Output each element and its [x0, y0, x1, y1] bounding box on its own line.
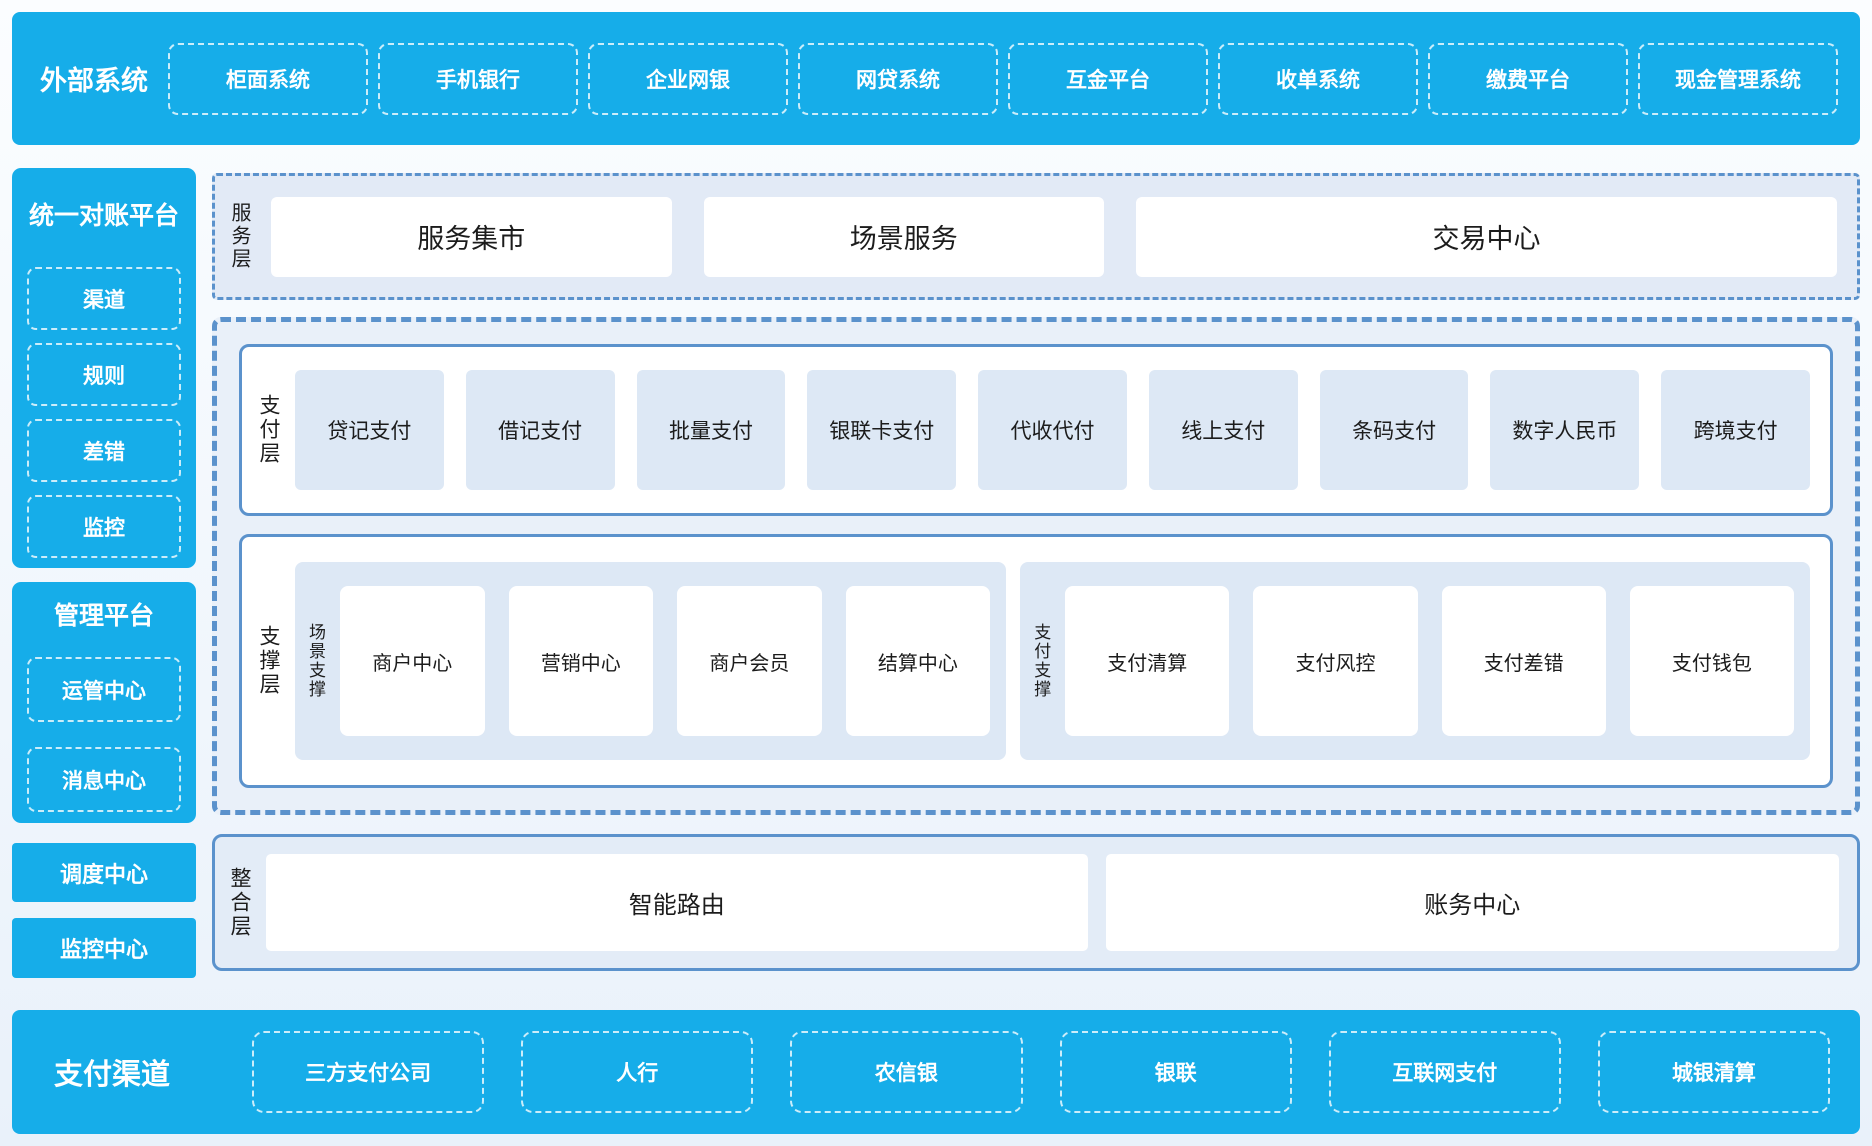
- scene-support-item: 商户中心: [340, 586, 485, 736]
- external-system-item: 企业网银: [588, 43, 788, 115]
- payment-support-item: 支付风控: [1253, 586, 1417, 736]
- external-system-item: 手机银行: [378, 43, 578, 115]
- mgmt-platform-title: 管理平台: [12, 598, 196, 634]
- left-sidebar: 统一对账平台 渠道 规则 差错 监控 管理平台 运管中心 消息中心 调度中心 监…: [12, 145, 196, 978]
- recon-item: 渠道: [27, 267, 181, 330]
- payment-support-item: 支付差错: [1442, 586, 1606, 736]
- payment-channel-item: 农信银: [790, 1031, 1022, 1113]
- payment-item: 跨境支付: [1661, 370, 1810, 490]
- payment-item: 数字人民币: [1490, 370, 1639, 490]
- recon-platform-block: 统一对账平台 渠道 规则 差错 监控: [12, 168, 196, 568]
- scene-support-item: 商户会员: [677, 586, 822, 736]
- payment-item: 借记支付: [466, 370, 615, 490]
- external-systems-title: 外部系统: [40, 59, 168, 98]
- payment-support-item: 支付清算: [1065, 586, 1229, 736]
- payment-support-panel: 支付支撑 支付清算 支付风控 支付差错 支付钱包: [1020, 562, 1810, 760]
- scene-support-panel: 场景支撑 商户中心 营销中心 商户会员 结算中心: [295, 562, 1006, 760]
- service-layer-box: 服务层 服务集市 场景服务 交易中心: [212, 173, 1860, 300]
- recon-item: 差错: [27, 419, 181, 482]
- payment-item: 贷记支付: [295, 370, 444, 490]
- external-system-item: 缴费平台: [1428, 43, 1628, 115]
- scene-support-label: 场景支撑: [307, 623, 324, 699]
- external-system-item: 收单系统: [1218, 43, 1418, 115]
- support-layer-label: 支撑层: [258, 625, 279, 697]
- main-layers: 服务层 服务集市 场景服务 交易中心 支付层 贷记支付 借记支付 批量支付 银联…: [212, 145, 1860, 978]
- payment-layer-label: 支付层: [258, 394, 279, 466]
- payment-item: 代收代付: [978, 370, 1127, 490]
- payment-layer-box: 支付层 贷记支付 借记支付 批量支付 银联卡支付 代收代付 线上支付 条码支付 …: [239, 344, 1833, 516]
- mgmt-item: 消息中心: [27, 747, 181, 812]
- payment-channel-item: 三方支付公司: [252, 1031, 484, 1113]
- external-systems-bar: 外部系统 柜面系统 手机银行 企业网银 网贷系统 互金平台 收单系统 缴费平台 …: [12, 12, 1860, 145]
- recon-item: 监控: [27, 495, 181, 558]
- integration-layer-box: 整合层 智能路由 账务中心: [212, 834, 1860, 971]
- payment-item: 线上支付: [1149, 370, 1298, 490]
- external-systems-items: 柜面系统 手机银行 企业网银 网贷系统 互金平台 收单系统 缴费平台 现金管理系…: [168, 43, 1838, 115]
- scene-support-item: 营销中心: [509, 586, 654, 736]
- payment-channel-item: 城银清算: [1598, 1031, 1830, 1113]
- payment-channel-item: 互联网支付: [1329, 1031, 1561, 1113]
- payment-support-label: 支付支撑: [1032, 623, 1049, 699]
- external-system-item: 互金平台: [1008, 43, 1208, 115]
- payment-channels-bar: 支付渠道 三方支付公司 人行 农信银 银联 互联网支付 城银清算: [12, 1010, 1860, 1134]
- external-system-item: 现金管理系统: [1638, 43, 1838, 115]
- mgmt-item: 运管中心: [27, 657, 181, 722]
- payment-item: 批量支付: [637, 370, 786, 490]
- payment-item: 银联卡支付: [807, 370, 956, 490]
- payment-support-item: 支付钱包: [1630, 586, 1794, 736]
- mgmt-platform-block: 管理平台 运管中心 消息中心: [12, 582, 196, 823]
- payment-item: 条码支付: [1320, 370, 1469, 490]
- payment-channels-items: 三方支付公司 人行 农信银 银联 互联网支付 城银清算: [252, 1031, 1830, 1113]
- monitoring-center-box: 监控中心: [12, 918, 196, 978]
- payment-channels-title: 支付渠道: [54, 1051, 212, 1093]
- recon-item: 规则: [27, 343, 181, 406]
- external-system-item: 柜面系统: [168, 43, 368, 115]
- service-item: 服务集市: [271, 197, 672, 277]
- payment-support-container: 支付层 贷记支付 借记支付 批量支付 银联卡支付 代收代付 线上支付 条码支付 …: [212, 317, 1860, 815]
- integration-item: 账务中心: [1106, 854, 1839, 951]
- external-system-item: 网贷系统: [798, 43, 998, 115]
- service-item: 场景服务: [704, 197, 1105, 277]
- service-layer-label: 服务层: [229, 202, 249, 271]
- scheduling-center-box: 调度中心: [12, 843, 196, 902]
- recon-platform-title: 统一对账平台: [12, 198, 196, 234]
- service-item: 交易中心: [1136, 197, 1837, 277]
- scene-support-item: 结算中心: [846, 586, 991, 736]
- payment-channel-item: 银联: [1060, 1031, 1292, 1113]
- integration-item: 智能路由: [266, 854, 1088, 951]
- integration-layer-label: 整合层: [229, 867, 250, 939]
- payment-channel-item: 人行: [521, 1031, 753, 1113]
- support-layer-box: 支撑层 场景支撑 商户中心 营销中心 商户会员 结算中心: [239, 534, 1833, 788]
